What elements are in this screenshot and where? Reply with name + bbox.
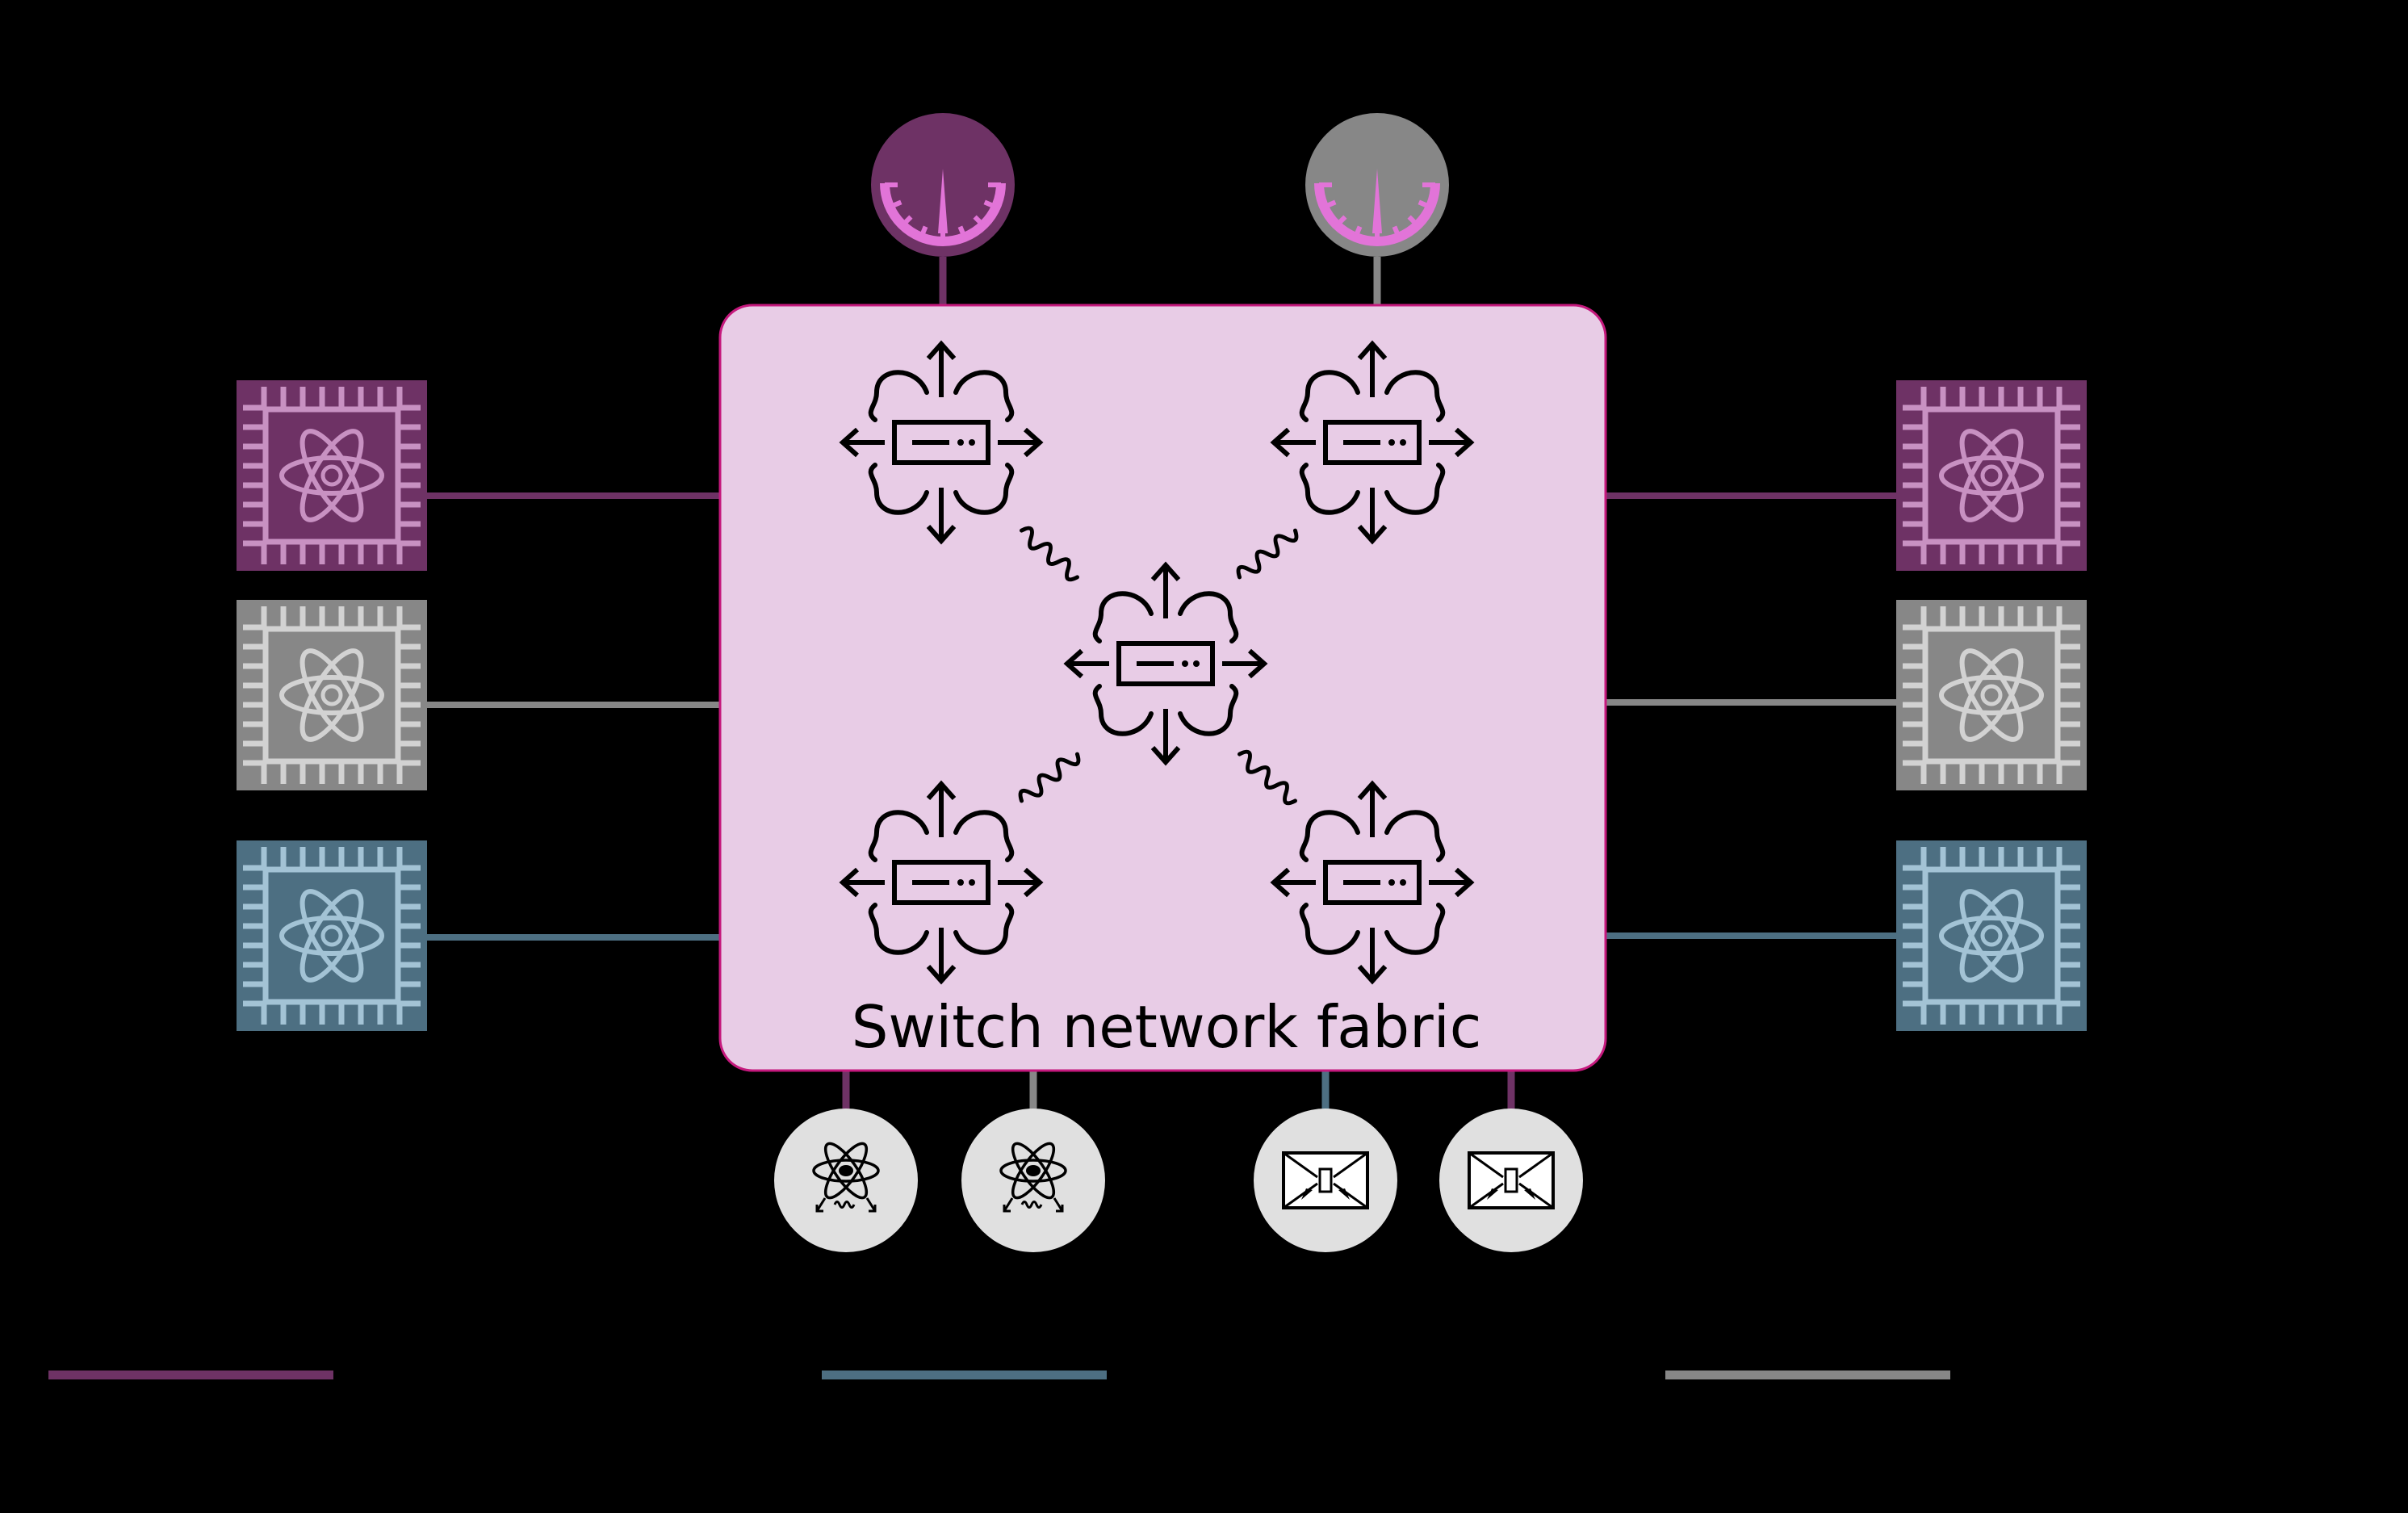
photon-source-icon (774, 1109, 918, 1252)
bell-measurement-icon (1439, 1109, 1583, 1252)
quantum-chip-icon (1896, 840, 2087, 1031)
quantum-chip-icon (237, 380, 427, 571)
bottom-nodes (774, 1109, 1583, 1252)
fabric-label: Switch network fabric (852, 993, 1482, 1061)
gauge-icon (1305, 113, 1449, 257)
quantum-chip-icon (1896, 600, 2087, 790)
connection-lines (424, 257, 1901, 1109)
photon-source-icon (961, 1109, 1105, 1252)
quantum-chip-icon (237, 600, 427, 790)
switch-network-fabric (718, 304, 1607, 1072)
bell-measurement-icon (1254, 1109, 1397, 1252)
quantum-chip-icon (1896, 380, 2087, 571)
processor-chips (237, 380, 2087, 1031)
quantum-chip-icon (237, 840, 427, 1031)
top-detectors (871, 113, 1449, 257)
gauge-icon (871, 113, 1015, 257)
